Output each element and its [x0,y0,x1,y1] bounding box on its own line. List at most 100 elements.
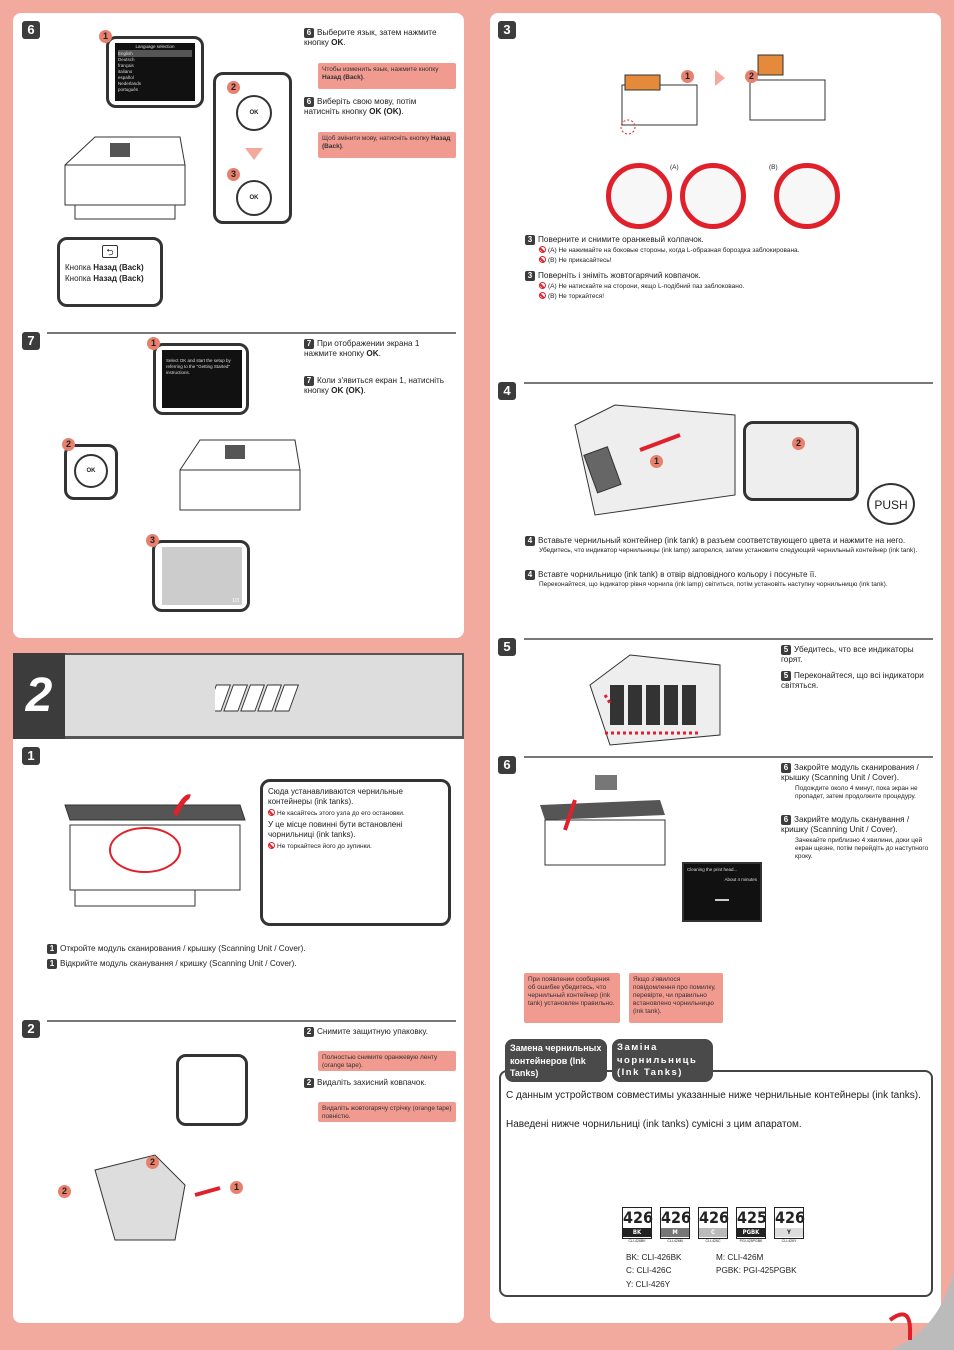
error-note-ru: При появлении сообщения об ошибке убедит… [524,973,620,1023]
info-ru: Сюда устанавливаются чернильные контейне… [268,787,403,806]
prohibit-icon [774,163,840,229]
printer-open-image: 1/3 [162,547,242,605]
step7-badge: 7 [22,332,40,350]
label-a: (A) [670,164,679,171]
ink-tanks-box [499,1070,933,1297]
language-item[interactable]: English [118,51,192,57]
step4-ru-sub: Убедитесь, что индикатор чернильницы (in… [539,547,918,554]
ok-dial-icon: OK [74,454,108,488]
callout-2: 2 [62,438,75,451]
callout-1: 1 [99,30,112,43]
callout-1: 1 [147,337,160,350]
language-item[interactable]: français [118,63,134,68]
prohibit-icon [539,282,546,289]
back-line-ru: Кнопка Назад (Back) [65,263,144,272]
callout-2: 2 [227,81,240,94]
compat-text-ru: С данным устройством совместимы указанны… [506,1090,921,1101]
back-icon: ⮌ [102,245,118,258]
step1-badge: 1 [22,747,40,765]
language-screen: Language selection English Deutsch franç… [115,43,195,101]
close-cover-illustration [540,775,666,866]
step4-badge: 4 [498,382,516,400]
divider [524,382,933,384]
back-line-uk: Кнопка Назад (Back) [65,274,144,283]
language-item[interactable]: español [118,75,134,80]
prohibit-icon [268,842,275,849]
callout-1: 1 [230,1181,243,1194]
prohibit-icon [539,292,546,299]
step5-badge: 5 [498,638,516,656]
screen-title: Language selection [118,44,192,51]
remove-cap-illustration [620,54,826,135]
tab-replace-uk: Заміна чорнильниць (Ink Tanks) [612,1039,713,1082]
compat-text-uk: Наведені нижче чорнильниці (ink tanks) с… [506,1119,802,1130]
divider [524,638,933,640]
language-item[interactable]: Nederlands [118,81,142,86]
step6-note-ru: Чтобы изменить язык, нажмите кнопку Наза… [318,63,456,89]
tank-closeup-frame [176,1054,248,1126]
tank-code: C: CLI-426C [626,1266,672,1275]
screen-line: Cleaning the print head... [687,867,738,872]
prohibit-icon [268,809,275,816]
callout-1: 1 [650,455,663,468]
language-item[interactable]: Deutsch [118,57,135,62]
tank-code: PGBK: PGI-425PGBK [716,1266,797,1275]
ink-lamps-illustration [589,654,721,746]
info-uk: У це місце повинні бути встановлені чорн… [268,820,403,839]
language-item[interactable]: italiano [118,69,133,74]
printer-illustration [179,439,301,511]
callout-1: 1 [681,70,694,83]
tank-code: M: CLI-426M [716,1253,764,1262]
ink-tank-tape-illustration [94,1154,221,1241]
callout-3: 3 [146,534,159,547]
tank-code: BK: CLI-426BK [626,1253,682,1262]
screen-line: About 4 minutes [724,877,757,882]
ok-dial-icon: OK [236,180,272,216]
prohibit-icon [680,163,746,229]
ok-label: OK [249,195,259,201]
arrow-down-icon [245,148,263,160]
callout-3: 3 [227,168,240,181]
step6-uk-sub: Зачекайте приблизно 4 хвилини, доки цей … [795,837,929,860]
step6-ru-sub: Подождите около 4 минут, пока экран не п… [795,785,918,800]
printer-open-illustration [64,794,246,907]
push-label: PUSH [867,483,915,525]
step3-uk-a: (A) Не натискайте на сторони, якщо L-под… [539,282,744,291]
progress-indicator [715,899,729,901]
step2-note-uk: Видаліть жовтогарячу стрічку (orange tap… [318,1102,456,1122]
page-curl-icon [888,1270,954,1350]
step3-ru-b: (B) Не прикасайтесь! [539,256,611,265]
step6-badge: 6 [22,21,40,39]
back-button-box: Кнопка Назад (Back) Кнопка Назад (Back) [57,237,163,307]
step6-note-uk: Щоб змінити мову, натисніть кнопку Назад… [318,132,456,158]
step3-badge: 3 [498,21,516,39]
language-item[interactable]: português [118,87,139,92]
step3-uk-b: (B) Не торкайтеся! [539,292,604,301]
step2-note-ru: Полностью снимите оранжевую ленту (orang… [318,1051,456,1071]
callout-2: 2 [58,1185,71,1198]
divider [524,756,933,758]
divider [47,332,456,334]
tank-push-closeup [743,421,859,501]
step6-badge: 6 [498,756,516,774]
ink-tanks-illustration [215,684,300,712]
divider [47,1020,456,1022]
panel-install-ink [13,653,464,1323]
step4-uk-sub: Переконайтеся, що індикатор рівня чорнил… [539,581,888,588]
info-uk-warning: Не торкайтеся його до зупинки. [268,842,443,851]
